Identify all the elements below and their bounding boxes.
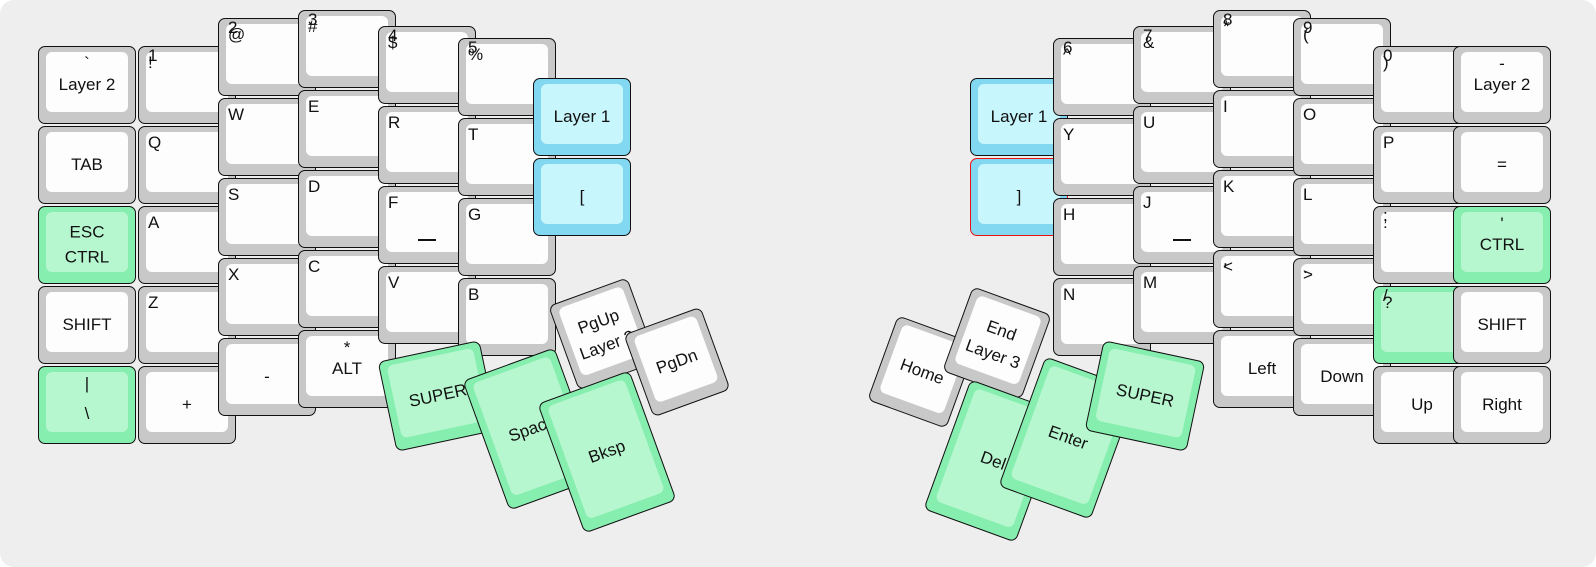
- keycap-surface: [1381, 132, 1463, 192]
- keycap-surface: [386, 112, 468, 172]
- key-inner-extra-layer1[interactable]: Layer 1: [970, 78, 1068, 156]
- keycap-surface: [226, 344, 308, 404]
- keycap-surface: [1061, 44, 1143, 104]
- keycap-surface: [1221, 96, 1303, 156]
- key-index-inner-b[interactable]: B: [458, 278, 556, 356]
- keycap-surface: [306, 336, 388, 396]
- keycap-surface: [306, 96, 388, 156]
- keycap-surface: [1141, 32, 1223, 92]
- keycap-surface: [46, 52, 128, 112]
- keycap-surface: [978, 164, 1060, 224]
- keycap-surface: [146, 212, 228, 272]
- keycap-surface: [306, 176, 388, 236]
- keycap-surface: [146, 292, 228, 352]
- keycap-surface: [1381, 52, 1463, 112]
- key-middle-c[interactable]: C: [298, 250, 396, 328]
- keycap-surface: [1381, 372, 1463, 432]
- key-ring-period[interactable]: >.: [1293, 258, 1391, 336]
- keycap-surface: [1094, 347, 1197, 439]
- keycap-surface: [1381, 212, 1463, 272]
- key-inner-extra-bracket-right[interactable]: ]: [970, 158, 1068, 236]
- keycap-surface: [1301, 104, 1383, 164]
- key-middle-8[interactable]: *8: [1213, 10, 1311, 88]
- key-pinky-outer-equals[interactable]: =: [1453, 126, 1551, 204]
- homing-indicator-icon: [418, 239, 436, 241]
- key-pinky-outer-shift[interactable]: SHIFT: [1453, 286, 1551, 364]
- keycap-surface: [1141, 112, 1223, 172]
- keycap-surface: [226, 24, 308, 84]
- keycap-surface: [1301, 184, 1383, 244]
- key-pinky-outer-ctrl[interactable]: 'CTRL: [1453, 206, 1551, 284]
- keycap-surface: [1461, 372, 1543, 432]
- keycap-surface: [1061, 204, 1143, 264]
- keycap-surface: [1301, 344, 1383, 404]
- keycap-surface: [978, 84, 1060, 144]
- keycap-surface: [541, 164, 623, 224]
- keycap-surface: [226, 104, 308, 164]
- key-pinky-outer-layer2[interactable]: `Layer 2: [38, 46, 136, 124]
- key-middle-3[interactable]: #3: [298, 10, 396, 88]
- keycap-surface: [1141, 192, 1223, 252]
- keycap-surface: [226, 184, 308, 244]
- keycap-surface: [306, 16, 388, 76]
- keycap-surface: [1461, 292, 1543, 352]
- keycap-surface: [46, 132, 128, 192]
- keycap-surface: [1301, 24, 1383, 84]
- keycap-surface: [1461, 132, 1543, 192]
- key-index-j[interactable]: J: [1133, 186, 1231, 264]
- keycap-surface: [146, 372, 228, 432]
- key-index-r[interactable]: R: [378, 106, 476, 184]
- keycap-surface: [386, 192, 468, 252]
- keycap-surface: [1141, 272, 1223, 332]
- key-pinky-outer-layer2[interactable]: -Layer 2: [1453, 46, 1551, 124]
- keycap-surface: [1061, 284, 1143, 344]
- keycap-surface: [306, 256, 388, 316]
- keycap-surface: [226, 264, 308, 324]
- keycap-surface: [1461, 212, 1543, 272]
- keycap-surface: [1221, 16, 1303, 76]
- keycap-surface: [1381, 292, 1463, 352]
- keycap-surface: [146, 132, 228, 192]
- keycap-surface: [1221, 176, 1303, 236]
- keycap-surface: [46, 372, 128, 432]
- keycap-surface: [386, 32, 468, 92]
- keycap-surface: [46, 292, 128, 352]
- keycap-surface: [1461, 52, 1543, 112]
- keycap-surface: [386, 272, 468, 332]
- keycap-surface: [541, 84, 623, 144]
- key-pinky-outer-right[interactable]: Right: [1453, 366, 1551, 444]
- keycap-surface: [46, 212, 128, 272]
- key-pinky-outer-pipe-backslash[interactable]: |\: [38, 366, 136, 444]
- keycap-surface: [953, 294, 1043, 386]
- keycap-surface: [146, 52, 228, 112]
- keycap-surface: [1301, 264, 1383, 324]
- homing-indicator-icon: [1173, 239, 1191, 241]
- keycap-surface: [1221, 336, 1303, 396]
- keycap-surface: [466, 284, 548, 344]
- keycap-surface: [1061, 124, 1143, 184]
- keycap-surface: [1221, 256, 1303, 316]
